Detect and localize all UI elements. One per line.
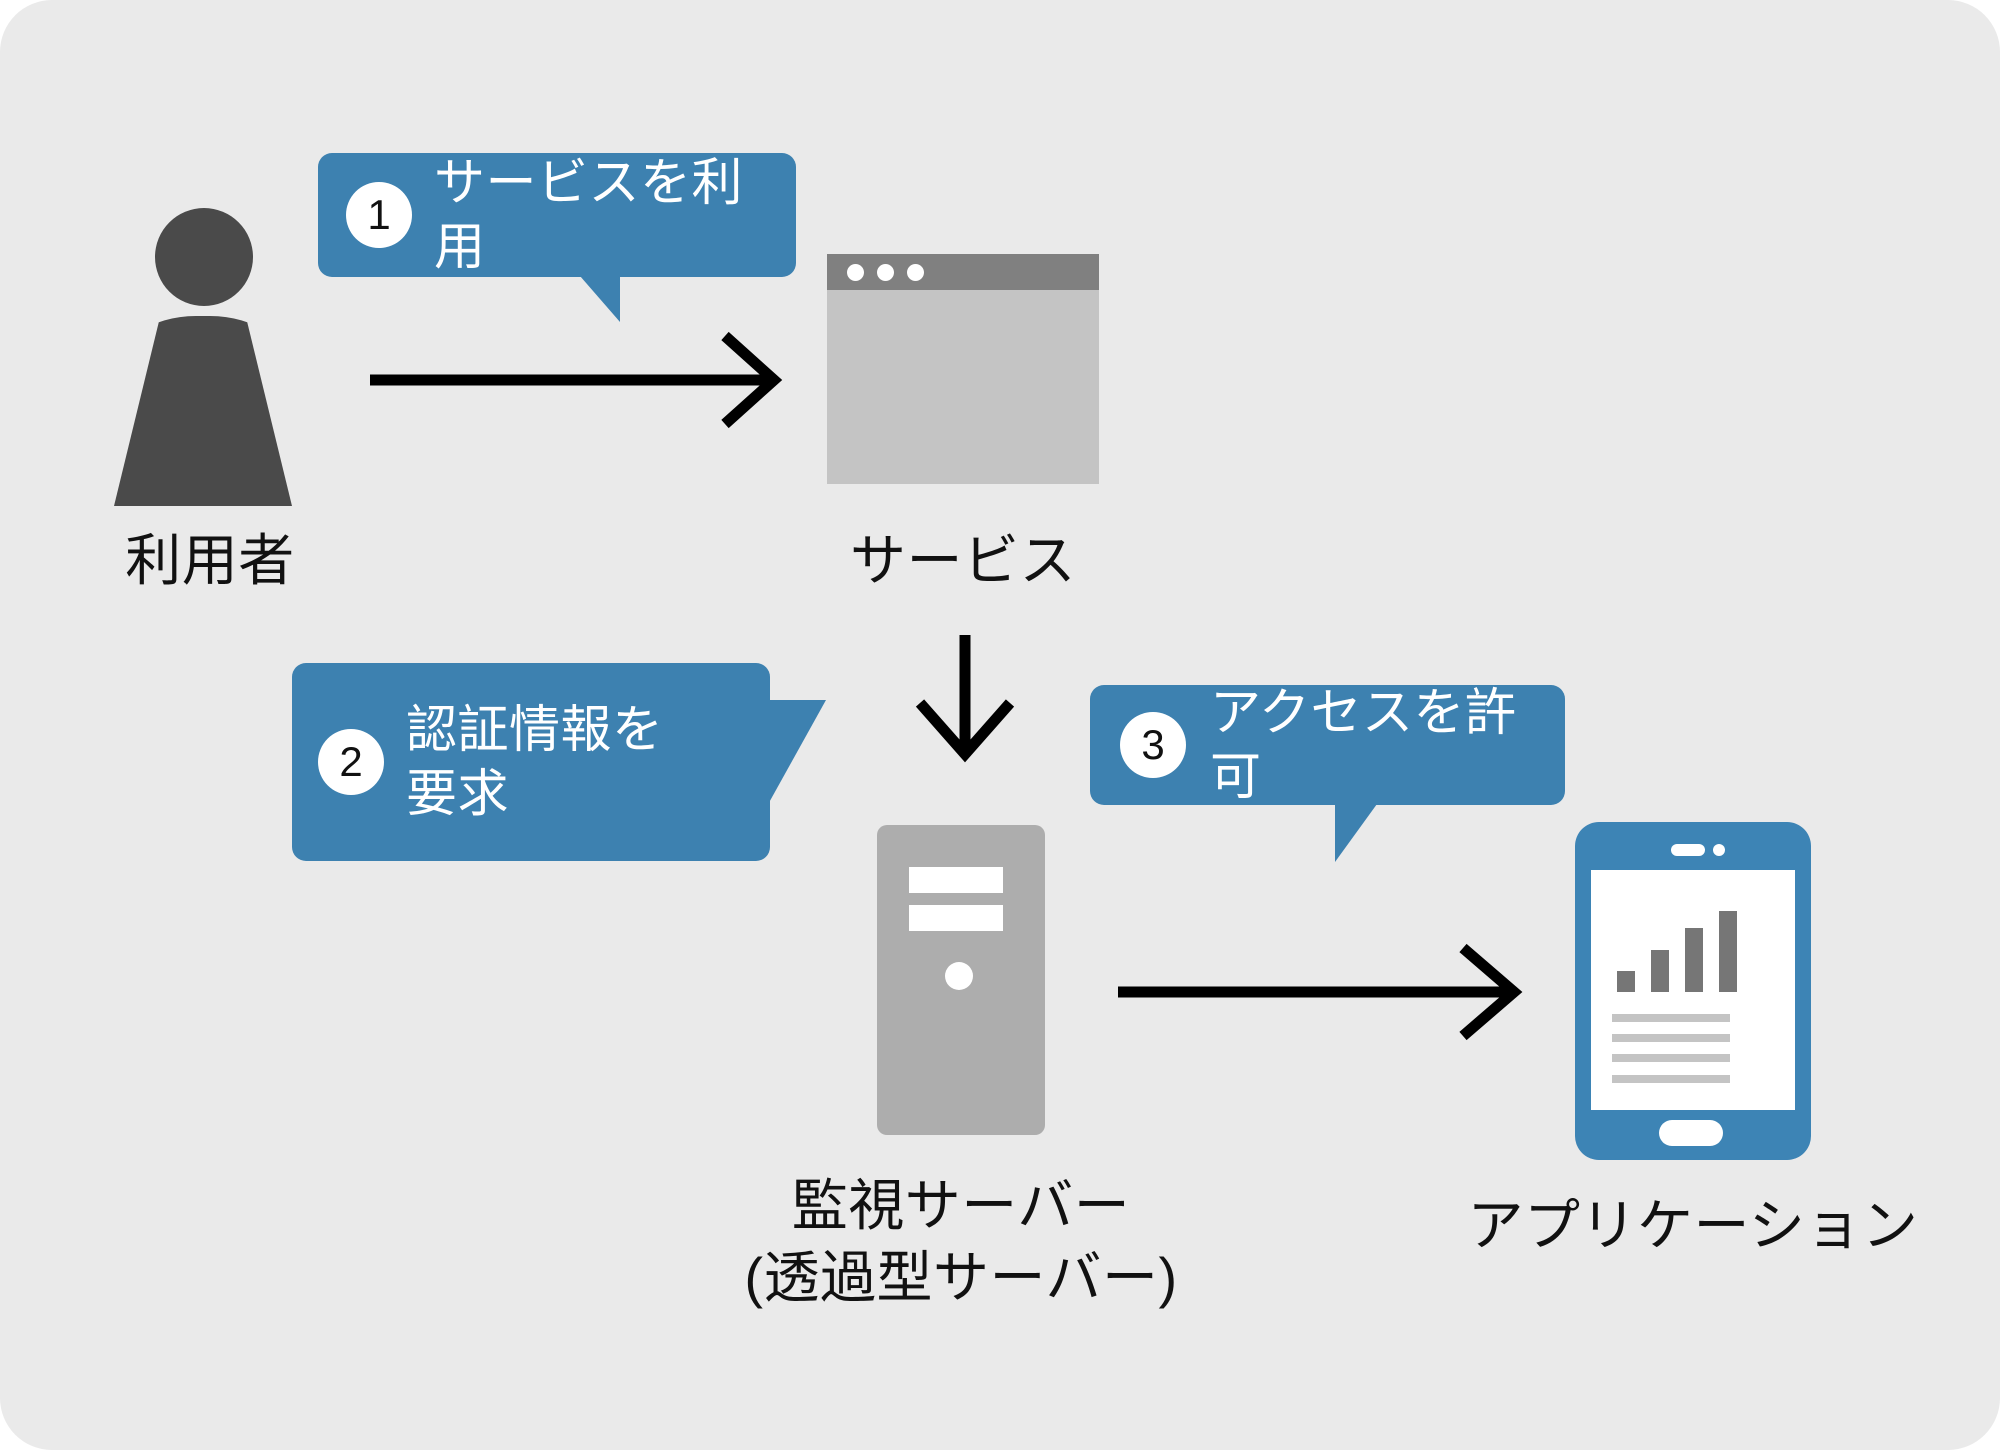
node-label-app: アプリケーション (1467, 1194, 1919, 1257)
callout-2[interactable]: 2 認証情報を 要求 (292, 663, 770, 861)
window-titlebar (827, 254, 1099, 290)
text-line-3 (1612, 1054, 1730, 1062)
callout-1-text: サービスを利用 (434, 154, 744, 275)
node-label-user: 利用者 (125, 529, 295, 592)
node-label-service: サービス (850, 529, 1076, 592)
window-dot-3 (907, 264, 924, 281)
text-line-4 (1612, 1075, 1730, 1083)
browser-window-icon (827, 254, 1099, 484)
arrow-user-to-service (370, 331, 783, 429)
chart-bar-1 (1617, 971, 1635, 992)
server-led-icon (945, 962, 973, 990)
arrow-server-to-app (1118, 943, 1523, 1041)
tablet-camera-icon (1713, 844, 1725, 856)
window-dot-2 (877, 264, 894, 281)
text-line-1 (1612, 1014, 1730, 1022)
callout-2-number: 2 (318, 729, 384, 795)
callout-3[interactable]: 3 アクセスを許可 (1090, 684, 1565, 805)
callout-1-number: 1 (346, 182, 412, 248)
person-head-icon (155, 208, 253, 306)
chart-bar-4 (1719, 911, 1737, 992)
chart-bar-3 (1685, 928, 1703, 992)
callout-2-text: 認証情報を 要求 (406, 701, 664, 822)
server-slot-1 (909, 867, 1003, 893)
node-user (110, 200, 300, 510)
arrow-service-to-server (915, 635, 1015, 763)
callout-1[interactable]: 1 サービスを利用 (318, 153, 796, 277)
server-icon (877, 825, 1045, 1135)
callout-3-text: アクセスを許可 (1210, 684, 1517, 805)
callout-2-tail (766, 700, 826, 808)
callout-3-number: 3 (1120, 712, 1186, 778)
window-dot-1 (847, 264, 864, 281)
person-body-icon (114, 316, 292, 506)
node-label-server: 監視サーバー (透過型サーバー) (744, 1174, 1178, 1309)
tablet-screen (1591, 870, 1795, 1110)
chart-bar-2 (1651, 950, 1669, 992)
tablet-icon (1575, 822, 1811, 1160)
callout-3-tail (1335, 804, 1377, 862)
tablet-speaker-icon (1671, 844, 1705, 856)
text-line-2 (1612, 1034, 1730, 1042)
server-slot-2 (909, 905, 1003, 931)
callout-1-tail (580, 276, 620, 322)
tablet-home-button (1659, 1120, 1723, 1146)
